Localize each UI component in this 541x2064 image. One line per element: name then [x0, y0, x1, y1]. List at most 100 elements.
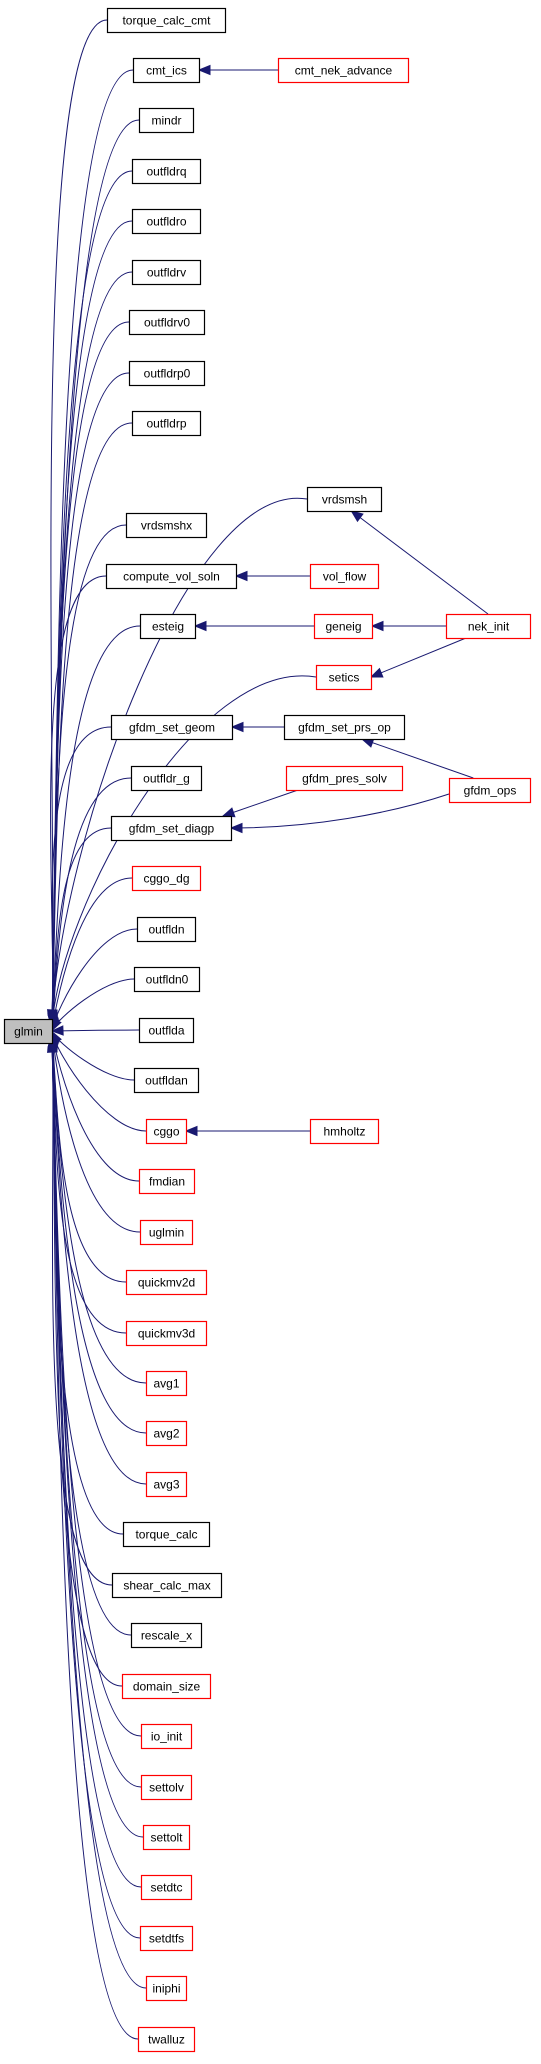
node-label: gfdm_pres_solv	[302, 772, 387, 786]
node-outfldro[interactable]: outfldro	[131, 208, 202, 235]
edge-setdtc-to-glmin	[51, 1040, 142, 1888]
node-torque-calc[interactable]: torque_calc	[122, 1521, 211, 1548]
edge-settolt-to-glmin	[51, 1040, 144, 1838]
node-box	[125, 1269, 208, 1296]
node-box	[313, 613, 374, 640]
node-setics[interactable]: setics	[315, 664, 373, 691]
node-label: glmin	[14, 1025, 43, 1039]
node-outfldrp[interactable]: outfldrp	[131, 410, 202, 437]
node-avg1[interactable]: avg1	[145, 1370, 188, 1397]
node-label: io_init	[151, 1730, 183, 1744]
edge-gfdm_set_geom-to-glmin	[51, 726, 112, 1028]
node-box	[133, 966, 201, 993]
edge-quickmv2d-to-glmin	[51, 1033, 127, 1283]
node-box	[122, 1521, 211, 1548]
node-label: rescale_x	[141, 1629, 192, 1643]
node-io-init[interactable]: io_init	[140, 1723, 193, 1750]
node-outflda[interactable]: outflda	[138, 1017, 195, 1044]
node-box	[130, 765, 203, 792]
node-uglmin[interactable]: uglmin	[139, 1219, 194, 1246]
node-box	[315, 664, 373, 691]
node-outfldn0[interactable]: outfldn0	[133, 966, 201, 993]
arrowhead-outflda-to-glmin	[50, 1025, 64, 1036]
node-label: uglmin	[149, 1226, 184, 1240]
node-cmt-nek-advance[interactable]: cmt_nek_advance	[277, 57, 410, 84]
node-box	[306, 486, 383, 513]
node-cggo[interactable]: cggo	[145, 1118, 188, 1145]
node-shear-calc-max[interactable]: shear_calc_max	[111, 1572, 223, 1599]
node-box	[131, 158, 202, 185]
node-nek-init[interactable]: nek_init	[445, 613, 532, 640]
node-torque-calc-cmt[interactable]: torque_calc_cmt	[106, 7, 227, 34]
node-quickmv2d[interactable]: quickmv2d	[125, 1269, 208, 1296]
node-box	[105, 563, 238, 590]
node-label: outfldro	[146, 215, 186, 229]
arrowhead-gfdm_set_prs_op-to-gfdm_set_geom	[230, 721, 244, 733]
node-setdtc[interactable]: setdtc	[140, 1874, 193, 1901]
node-iniphi[interactable]: iniphi	[145, 1975, 188, 2002]
edge-layer	[47, 19, 489, 2040]
node-outfldr-g[interactable]: outfldr_g	[130, 765, 203, 792]
node-vrdsmsh[interactable]: vrdsmsh	[306, 486, 383, 513]
node-compute-vol-soln[interactable]: compute_vol_soln	[105, 563, 238, 590]
node-label: cmt_ics	[146, 64, 187, 78]
node-mindr[interactable]: mindr	[138, 107, 195, 134]
node-box	[283, 714, 406, 741]
node-geneig[interactable]: geneig	[313, 613, 374, 640]
node-hmholtz[interactable]: hmholtz	[309, 1118, 380, 1145]
node-box	[130, 1622, 203, 1649]
node-label: torque_calc	[135, 1528, 197, 1542]
node-label: iniphi	[152, 1982, 180, 1996]
node-box	[145, 1420, 188, 1447]
node-label: outfldr_g	[143, 772, 190, 786]
node-avg3[interactable]: avg3	[145, 1471, 188, 1498]
node-outfldrv0[interactable]: outfldrv0	[128, 309, 206, 336]
node-box	[125, 512, 208, 539]
node-label: vrdsmshx	[141, 519, 192, 533]
edge-esteig-to-glmin	[51, 625, 141, 1027]
node-label: avg3	[153, 1478, 179, 1492]
node-cmt-ics[interactable]: cmt_ics	[132, 57, 201, 84]
node-box	[145, 1118, 188, 1145]
node-glmin[interactable]: glmin	[3, 1018, 54, 1045]
node-gfdm-pres-solv[interactable]: gfdm_pres_solv	[285, 765, 404, 792]
node-gfdm-ops[interactable]: gfdm_ops	[448, 777, 532, 804]
node-outfldrp0[interactable]: outfldrp0	[128, 360, 206, 387]
node-fmdian[interactable]: fmdian	[138, 1168, 196, 1195]
edge-cggo_dg-to-glmin	[51, 877, 133, 1030]
node-vol-flow[interactable]: vol_flow	[309, 563, 380, 590]
node-gfdm-set-geom[interactable]: gfdm_set_geom	[110, 714, 234, 741]
node-label: gfdm_set_prs_op	[298, 721, 391, 735]
node-label: avg2	[153, 1427, 179, 1441]
node-box	[139, 1219, 194, 1246]
node-outfldn[interactable]: outfldn	[136, 916, 197, 943]
node-twalluz[interactable]: twalluz	[137, 2026, 196, 2053]
node-cggo-dg[interactable]: cggo_dg	[131, 865, 202, 892]
node-quickmv3d[interactable]: quickmv3d	[125, 1320, 208, 1347]
node-settolv[interactable]: settolv	[140, 1774, 193, 1801]
node-label: cggo	[153, 1125, 179, 1139]
node-outfldrv[interactable]: outfldrv	[131, 259, 202, 286]
node-avg2[interactable]: avg2	[145, 1420, 188, 1447]
arrowhead-twalluz-to-glmin	[47, 1039, 58, 1053]
node-box	[139, 1925, 194, 1952]
node-esteig[interactable]: esteig	[139, 613, 197, 640]
node-setdtfs[interactable]: setdtfs	[139, 1925, 194, 1952]
node-settolt[interactable]: settolt	[142, 1824, 191, 1851]
node-outfldan[interactable]: outfldan	[133, 1067, 200, 1094]
node-box	[138, 1017, 195, 1044]
node-outfldrq[interactable]: outfldrq	[131, 158, 202, 185]
node-box	[128, 309, 206, 336]
node-label: cmt_nek_advance	[295, 64, 393, 78]
arrowhead-nek_init-to-setics	[369, 667, 384, 678]
node-label: twalluz	[148, 2033, 185, 2047]
node-label: outfldn	[148, 923, 184, 937]
node-domain-size[interactable]: domain_size	[121, 1673, 212, 1700]
node-box	[106, 7, 227, 34]
node-box	[121, 1673, 212, 1700]
node-gfdm-set-prs-op[interactable]: gfdm_set_prs_op	[283, 714, 406, 741]
node-gfdm-set-diagp[interactable]: gfdm_set_diagp	[110, 815, 233, 842]
node-vrdsmshx[interactable]: vrdsmshx	[125, 512, 208, 539]
node-rescale-x[interactable]: rescale_x	[130, 1622, 203, 1649]
